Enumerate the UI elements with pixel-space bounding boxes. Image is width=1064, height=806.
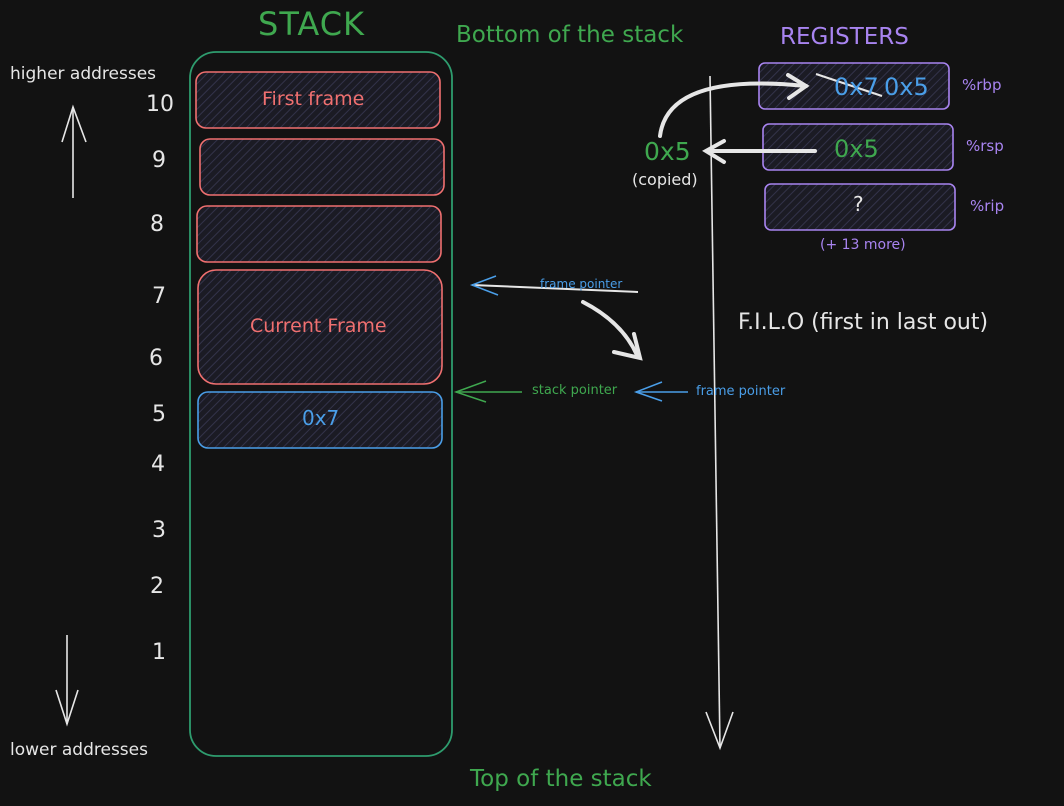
frame-second [199,138,445,196]
register-rsp-box [762,123,954,171]
frame-new [197,391,443,449]
lower-addresses-label: lower addresses [10,740,148,760]
address-3: 3 [152,518,166,543]
copied-label: (copied) [632,170,698,189]
address-9: 9 [152,148,166,173]
frame-first [195,71,441,129]
address-10: 10 [146,92,174,117]
rbp-register-name: %rbp [962,76,1002,94]
arrow-down-icon [55,635,79,727]
stack-title: STACK [258,5,366,43]
bottom-of-stack-label: Bottom of the stack [456,22,684,48]
address-8: 8 [150,212,164,237]
address-2: 2 [150,574,164,599]
register-rip-box [764,183,956,231]
new-frame-pointer-label: frame pointer [696,384,786,399]
old-frame-pointer-label: frame pointer [540,277,623,291]
stack-growth-arrow [705,75,734,751]
stack-container [189,51,453,757]
top-of-stack-label: Top of the stack [470,766,652,792]
frame-first-label: First frame [262,88,365,110]
more-registers-label: (+ 13 more) [820,237,906,253]
stack-pointer-arrow [453,380,522,403]
copy-arrow-icon [702,139,817,164]
address-1: 1 [152,640,166,665]
higher-addresses-label: higher addresses [10,64,157,84]
rsp-value: 0x5 [834,135,879,163]
rbp-strike [815,73,883,97]
frame-current-label: Current Frame [250,315,387,337]
rip-value: ? [853,192,864,216]
move-arrow-icon [581,300,643,361]
address-7: 7 [152,284,166,309]
rbp-new-value: 0x5 [884,73,929,101]
arrow-up-icon [61,104,87,198]
assign-arrow-icon [658,73,810,138]
address-4: 4 [151,452,165,477]
address-6: 6 [149,346,163,371]
copied-value: 0x5 [644,137,691,166]
frame-third [196,205,442,263]
rsp-register-name: %rsp [966,137,1004,155]
frame-current [197,269,443,385]
new-frame-pointer-arrow [633,381,688,402]
frame-new-label: 0x7 [302,406,340,430]
registers-title: REGISTERS [780,24,909,50]
stack-pointer-label: stack pointer [532,383,618,398]
rip-register-name: %rip [970,197,1005,215]
rbp-old-value: 0x7 [834,73,879,101]
old-frame-pointer-arrow [469,275,639,296]
filo-note: F.I.L.O (first in last out) [738,310,989,335]
address-5: 5 [152,402,166,427]
